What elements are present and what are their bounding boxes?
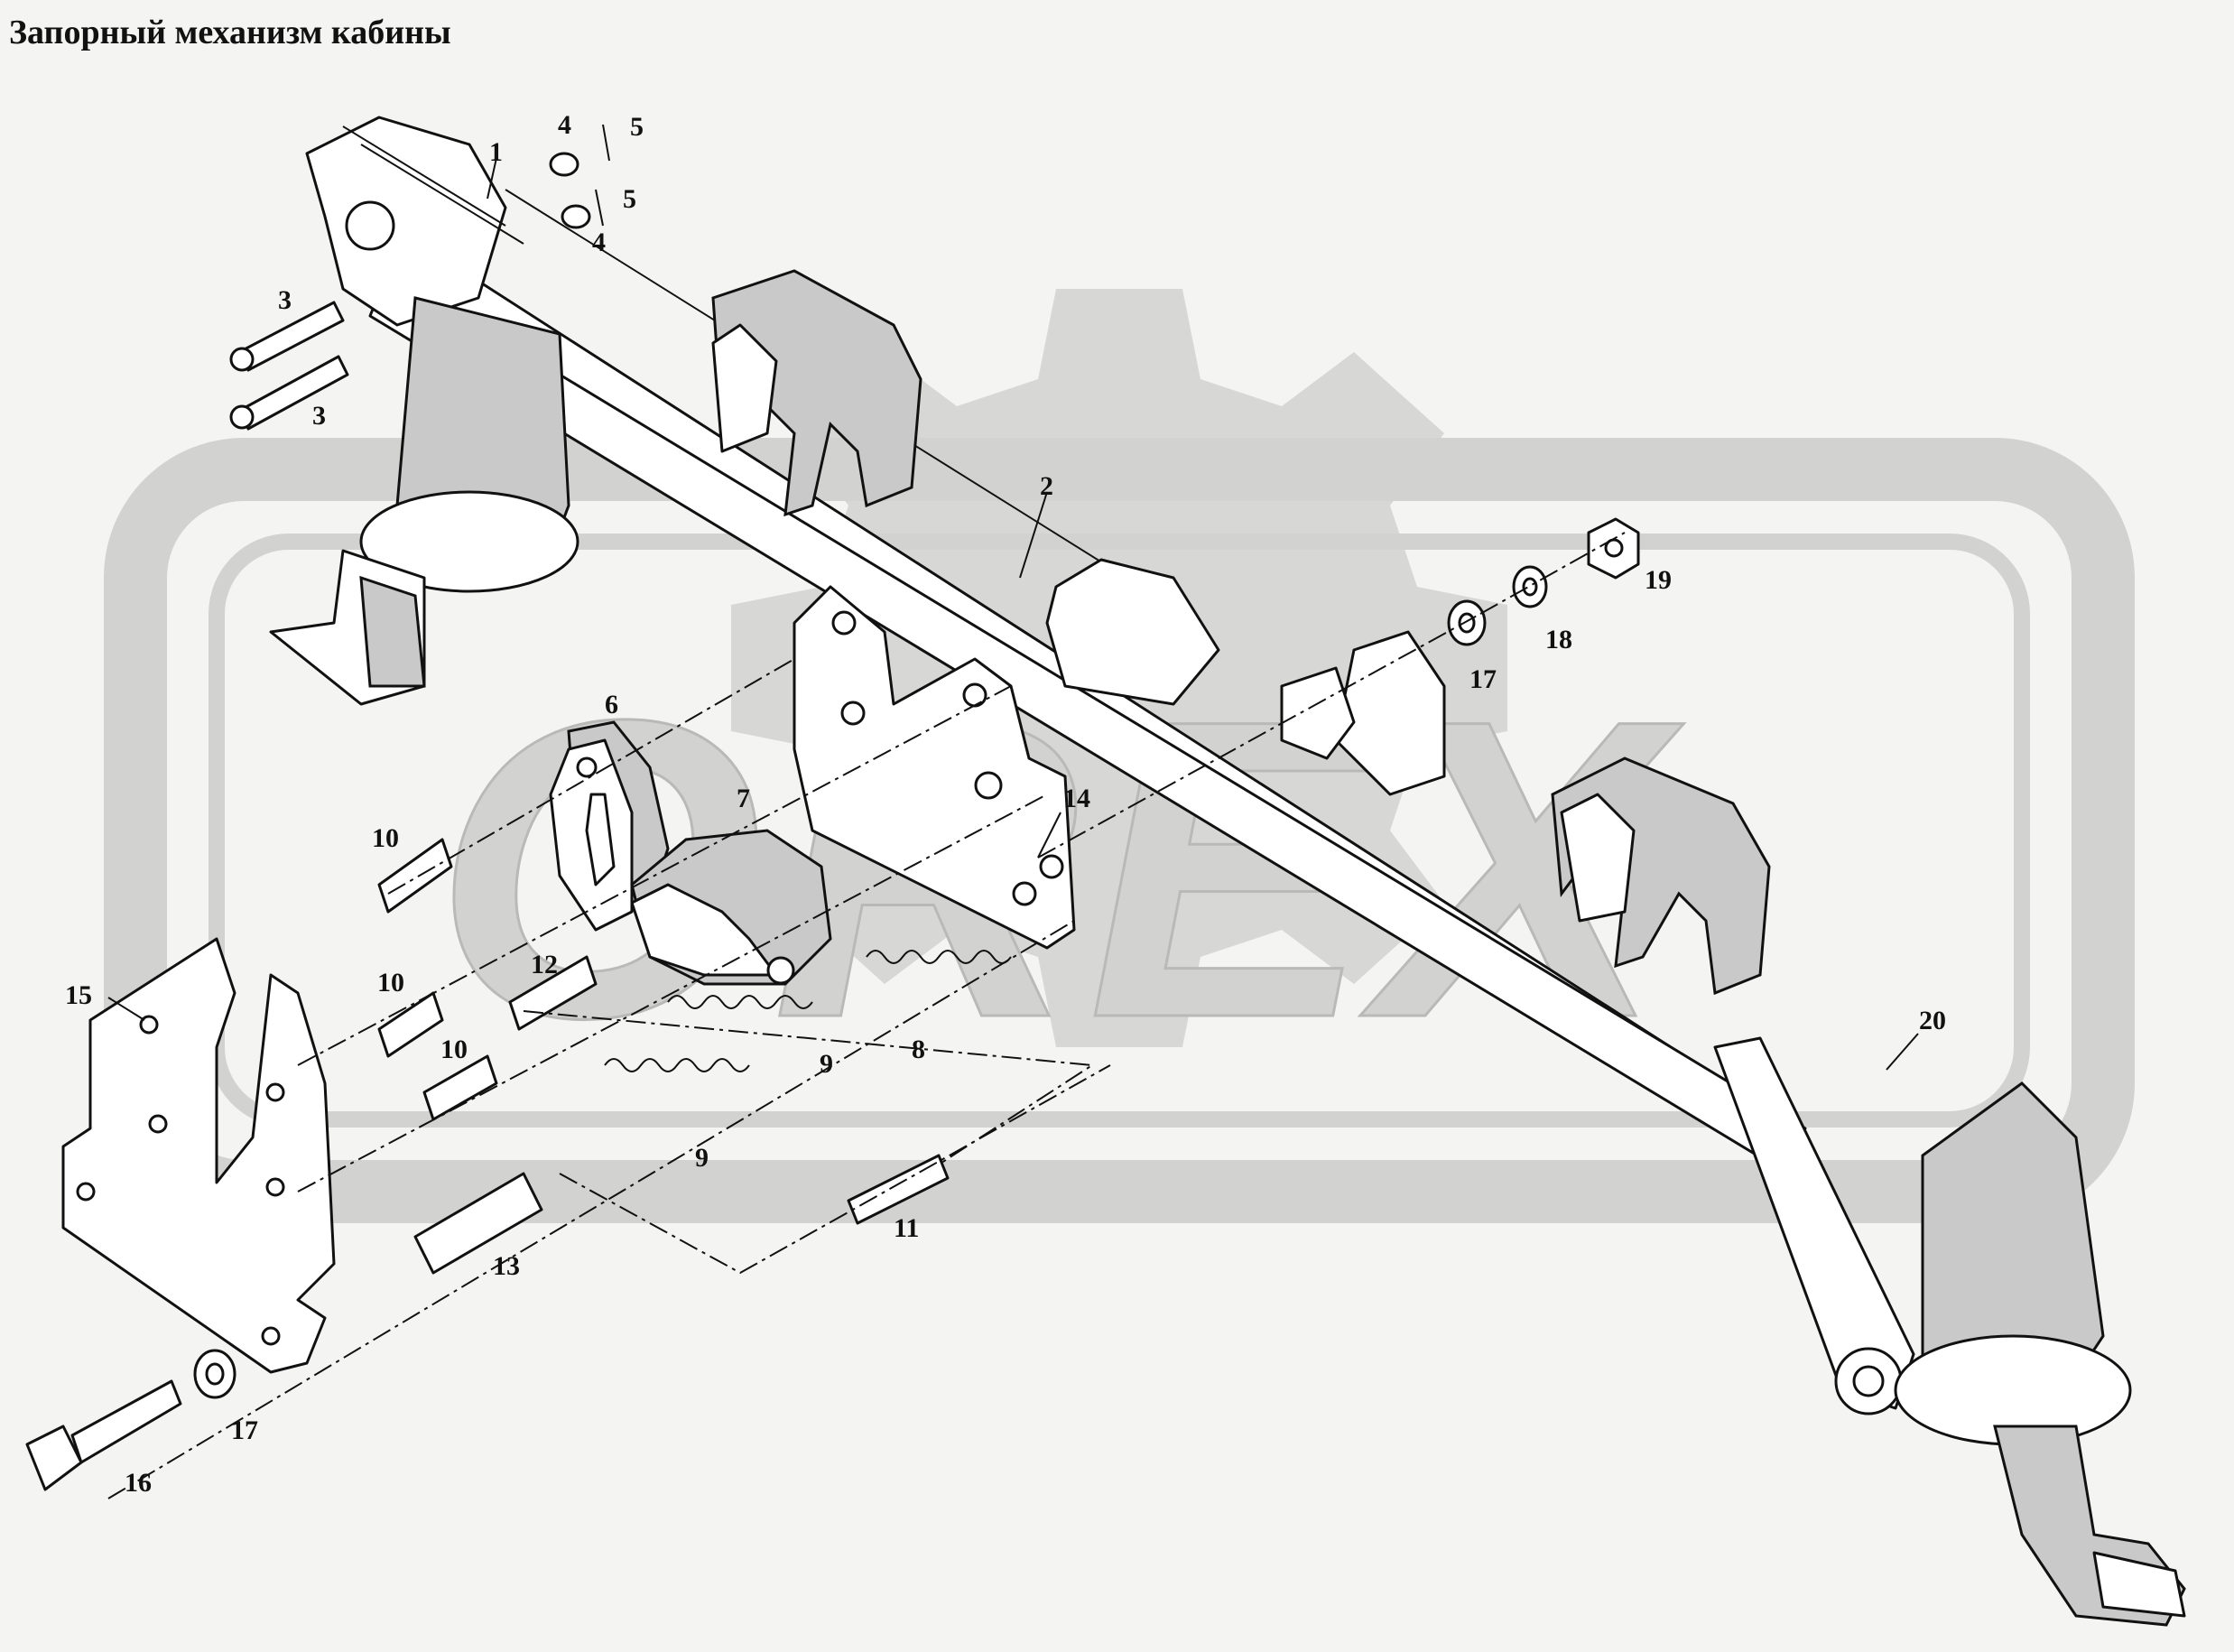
- washer-4-upper: [549, 152, 579, 177]
- callout-16: 16: [125, 1468, 152, 1498]
- callout-13: 13: [493, 1251, 520, 1281]
- spring-9-lower: [604, 1058, 750, 1072]
- callout-3-upper: 3: [278, 285, 292, 315]
- callout-8: 8: [912, 1035, 925, 1064]
- watermark-frame-outer: [104, 438, 2135, 1223]
- bushing-13: [413, 1172, 543, 1275]
- callout-19: 19: [1645, 565, 1672, 595]
- callout-20: 20: [1919, 1006, 1946, 1035]
- callout-15: 15: [65, 980, 92, 1010]
- callout-6: 6: [605, 690, 618, 719]
- callout-9-lower: 9: [695, 1143, 709, 1173]
- callout-2: 2: [1040, 471, 1053, 501]
- bolt-16: [25, 1379, 182, 1491]
- callout-18: 18: [1545, 625, 1572, 654]
- callout-11: 11: [894, 1213, 919, 1243]
- callout-4-lower: 4: [592, 227, 606, 257]
- left-hinge-bracket: [269, 116, 579, 706]
- callout-4-upper: 4: [558, 110, 571, 140]
- pin-3-lower: [229, 355, 349, 431]
- right-saddle-bracket: [1551, 756, 1771, 996]
- cotter-pin-5-lower: [595, 189, 604, 227]
- right-hinge-bracket: [1713, 1036, 2186, 1627]
- upper-saddle-bracket: [711, 269, 922, 517]
- callout-10-lower: 10: [440, 1035, 468, 1064]
- callout-1: 1: [489, 137, 503, 167]
- pin-11: [847, 1154, 950, 1225]
- pin-10-middle: [377, 991, 444, 1058]
- washer-18: [1512, 565, 1548, 608]
- assembly-center-lines: [107, 532, 1626, 1499]
- spring-8: [866, 950, 1012, 964]
- pin-3-upper: [229, 301, 345, 372]
- callout-7: 7: [737, 784, 750, 813]
- watermark-frame-inner: [209, 534, 2030, 1128]
- pin-10-top: [377, 838, 453, 914]
- washer-17-lower: [193, 1349, 236, 1399]
- callout-12: 12: [531, 950, 558, 979]
- callout-3-lower: 3: [312, 401, 326, 431]
- callout-17-lower: 17: [231, 1415, 258, 1445]
- callout-14: 14: [1063, 784, 1090, 813]
- callout-5-lower: 5: [623, 184, 636, 214]
- washer-17-upper: [1447, 599, 1487, 646]
- pin-10-lower: [422, 1054, 498, 1121]
- lower-left-bracket: [61, 937, 336, 1374]
- spring-9-upper: [667, 995, 813, 1009]
- cotter-pin-5-upper: [602, 124, 610, 162]
- latch-cam-7: [630, 829, 832, 986]
- nut-19: [1587, 517, 1640, 580]
- callout-17-upper: 17: [1469, 664, 1497, 694]
- callout-labels: 1 2 3 3 4 4 5 5 6 7 8 9 9 10 10 10 11 12…: [65, 110, 1946, 1498]
- middle-lever-plates: [1045, 558, 1446, 796]
- leader-lines: [107, 157, 1919, 1071]
- callout-10-top: 10: [372, 823, 399, 853]
- washer-4-lower: [561, 204, 591, 229]
- callout-9-upper: 9: [820, 1049, 833, 1079]
- callout-5-upper: 5: [630, 112, 644, 142]
- diagram-title: Запорный механизм кабины: [9, 14, 451, 51]
- callout-10-middle: 10: [377, 968, 404, 998]
